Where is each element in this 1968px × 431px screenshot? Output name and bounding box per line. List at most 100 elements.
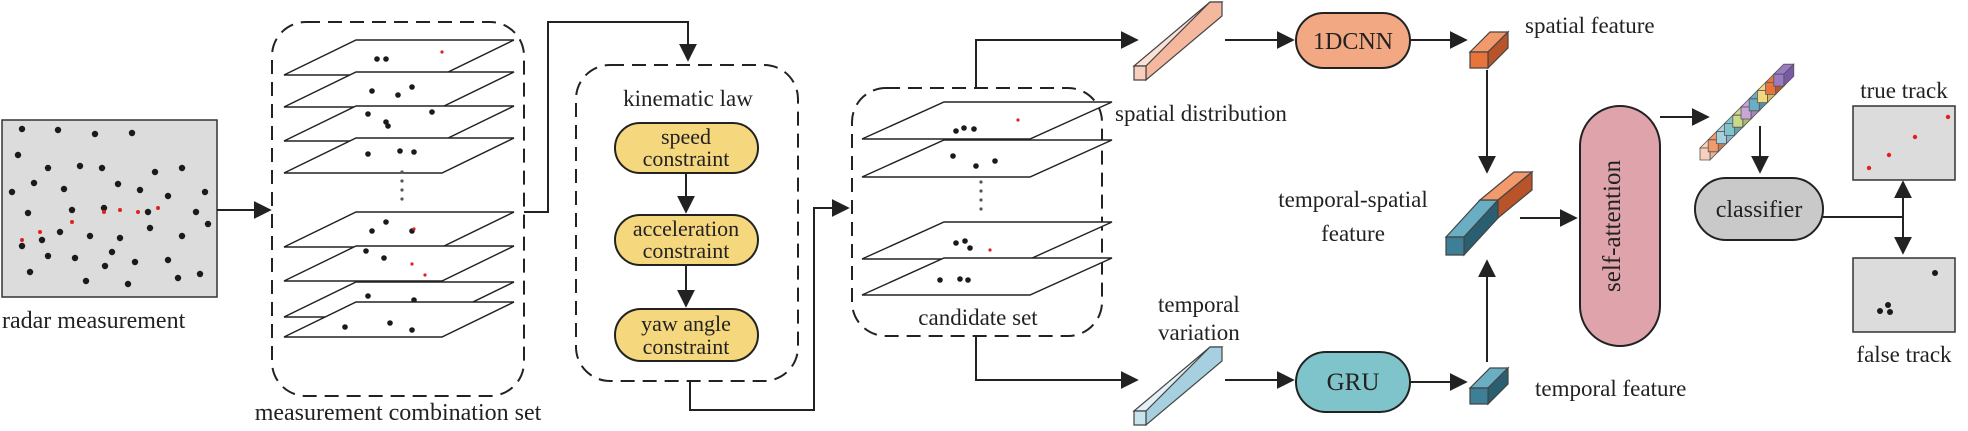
radar-point [124,280,132,288]
plane-point [365,111,371,117]
plane-point [381,255,387,261]
classifier-block: classifier [1694,177,1824,241]
candidate-planes [861,101,1113,296]
radar-point [98,164,106,172]
radar-point [101,262,109,270]
spatial-feature-cube [1468,30,1510,70]
plane-point [410,262,414,266]
radar-point-red [70,220,74,224]
arrow-combination-to-kinematic [524,21,697,213]
radar-point [192,208,200,216]
plane-point [950,153,956,159]
true-track-panel: true track [1852,78,1956,181]
false-track-panel: false track [1852,257,1956,367]
radar-point [116,234,124,242]
plane-point [429,109,435,115]
plane-point [363,248,369,254]
cnn-block: 1DCNN [1295,12,1411,69]
radar-point-red [102,210,106,214]
candidate-plane [861,101,1113,140]
radar-measurement-panel: radar measurement [1,119,218,334]
temporal-feature-label: temporal feature [1535,376,1686,401]
plane-point [385,123,391,129]
gru-block: GRU [1295,351,1411,413]
attention-vector-cell-front [1699,147,1711,161]
radar-point [164,192,172,200]
gru-label: GRU [1327,369,1380,396]
combination-plane [283,71,515,108]
arrow-kinematic-to-candidate [689,199,850,411]
plane-point [342,324,348,330]
arrow-candidate-to-temporal [975,336,1139,389]
plane-point [937,277,943,283]
vertical-ellipsis-dots [400,170,404,201]
plane-point [387,320,393,326]
radar-point [100,204,108,212]
radar-point [136,186,144,194]
attention-vector-cell-front [1757,90,1768,103]
radar-point [178,164,186,172]
speed-constraint-line2: constraint [643,146,730,171]
cnn-label: 1DCNN [1313,29,1393,55]
attention-vector-cell-front [1732,114,1744,128]
plane-point [374,56,380,62]
plane-point [412,227,416,231]
radar-point [108,248,116,256]
plane-point [369,88,375,94]
candidate-set: candidate set [851,87,1113,337]
kinematic-law-group: kinematic law speed constraint accelerat… [575,64,799,382]
radar-point [8,188,16,196]
radar-point [86,232,94,240]
combination-plane [283,105,515,142]
radar-point [44,164,52,172]
plane-point [409,84,415,90]
radar-point [196,270,204,278]
plane-point [973,163,979,169]
plane-point [395,92,401,98]
combination-plane [283,137,515,174]
attention-vector-cell-front [1765,82,1776,95]
combination-plane [283,301,515,338]
plane-point [440,50,444,54]
radar-point [54,126,62,134]
acceleration-constraint-line1: acceleration [633,216,739,241]
measurement-combination-set: measurement combination set [255,21,542,426]
temporal-spatial-feature-line2: feature [1321,221,1385,246]
radar-point [201,188,209,196]
speed-constraint-box: speed constraint [614,122,759,174]
combination-plane [283,39,515,76]
radar-point [164,256,172,264]
temporal-variation-input [1132,346,1224,427]
acceleration-constraint-box: acceleration constraint [614,214,759,266]
candidate-ellipsis-dots [979,180,983,211]
attention-vector-cell-front [1773,73,1785,87]
plane-point [971,126,977,132]
plane-point [988,248,992,252]
attention-vector-cell-front [1724,123,1735,136]
radar-point [178,232,186,240]
plane-point [953,240,959,246]
attention-vector-cell-front [1707,139,1719,153]
radar-point-red [156,206,160,210]
radar-point [56,228,64,236]
plane-point [962,238,968,244]
plane-point [409,327,415,333]
plane-point [423,273,427,277]
temporal-spatial-feature-line1: temporal-spatial [1278,187,1427,212]
radar-point [76,162,84,170]
candidate-set-label: candidate set [918,305,1038,330]
self-attention-label: self-attention [1599,160,1626,292]
combination-plane [283,245,515,282]
radar-point [151,168,159,176]
kinematic-law-label: kinematic law [623,86,753,111]
plane-point [961,125,967,131]
plane-point [967,245,973,251]
candidate-plane [861,139,1113,178]
classifier-label: classifier [1716,197,1803,223]
false-track-label: false track [1856,342,1952,367]
plane-point [397,148,403,154]
radar-point [60,185,68,193]
radar-point-red [136,210,140,214]
attention-vector-cell-front [1716,131,1727,145]
plane-point [965,277,971,283]
